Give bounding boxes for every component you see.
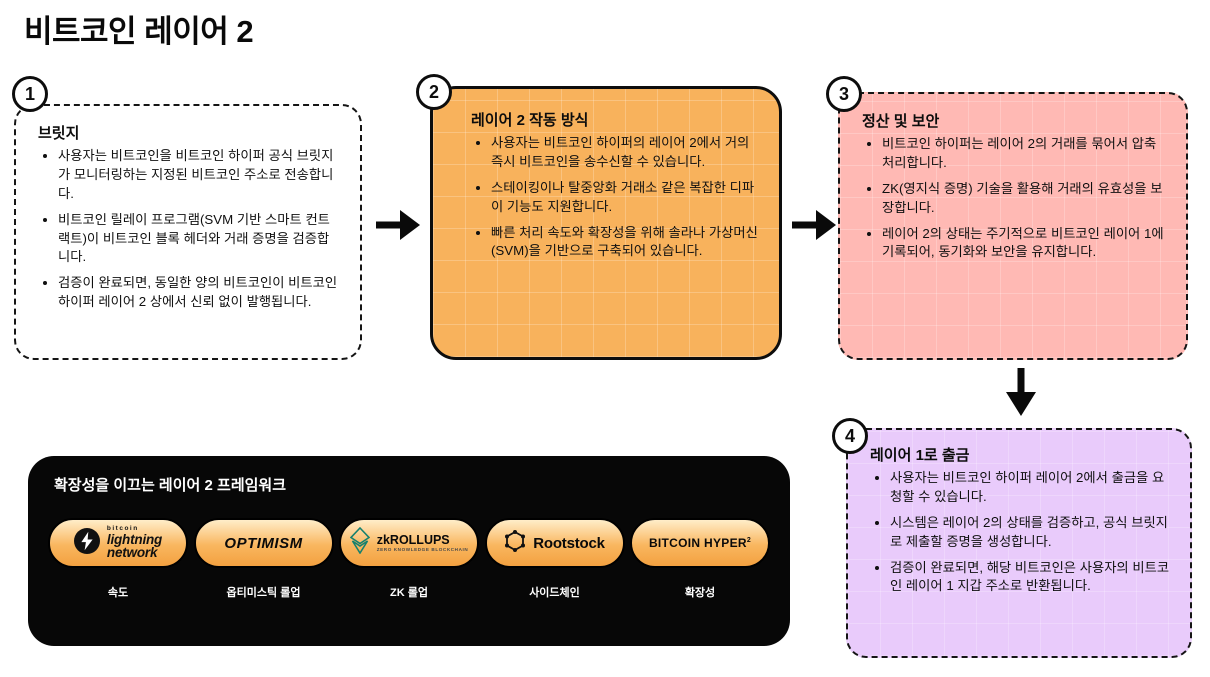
framework-zkrollups: zkROLLUPS ZERO KNOWLEDGE BLOCKCHAIN ZK 롤… (339, 518, 479, 600)
bullet: 사용자는 비트코인을 비트코인 하이퍼 공식 브릿지가 모니터링하는 지정된 비… (58, 147, 340, 204)
framework-label: 옵티미스틱 롤업 (226, 587, 301, 599)
framework-bitcoin-hyper: BITCOIN HYPER2 확장성 (630, 518, 770, 600)
step-3-title: 정산 및 보안 (862, 113, 940, 130)
bitcoin-hyper-sup: 2 (746, 537, 752, 544)
step-2-bullets: 사용자는 비트코인 하이퍼의 레이어 2에서 거의 즉시 비트코인을 송수신할 … (455, 134, 759, 261)
bullet: 검증이 완료되면, 동일한 양의 비트코인이 비트코인 하이퍼 레이어 2 상에… (58, 274, 340, 312)
framework-label: ZK 롤업 (390, 587, 428, 599)
step-1-title: 브릿지 (38, 125, 80, 142)
arrow-right-icon (790, 204, 838, 251)
framework-label: 사이드체인 (529, 587, 580, 599)
zkrollups-subtext: ZERO KNOWLEDGE BLOCKCHAIN (376, 547, 469, 553)
lightning-line2: network (106, 545, 158, 561)
zkrollups-brand: zkROLLUPS (376, 532, 450, 547)
bitcoin-hyper-pill: BITCOIN HYPER2 (630, 518, 770, 568)
bullet: 스테이킹이나 탈중앙화 거래소 같은 복잡한 디파이 기능도 지원합니다. (491, 179, 759, 217)
lightning-bitcoin-text: bitcoin (106, 525, 139, 533)
step-2-title: 레이어 2 작동 방식 (471, 112, 589, 129)
bullet: 검증이 완료되면, 해당 비트코인은 사용자의 비트코인 레이어 1 지갑 주소… (890, 559, 1170, 597)
step-1-badge: 1 (12, 76, 48, 112)
bitcoin-hyper-brand: BITCOIN HYPER (648, 536, 747, 550)
bitcoin-hyper-wordmark: BITCOIN HYPER2 (649, 536, 751, 550)
step-3-badge: 3 (826, 76, 862, 112)
zkrollups-wordmark: zkROLLUPS ZERO KNOWLEDGE BLOCKCHAIN (376, 532, 469, 553)
zkrollups-pill: zkROLLUPS ZERO KNOWLEDGE BLOCKCHAIN (339, 518, 479, 568)
frameworks-panel: 확장성을 이끄는 레이어 2 프레임워크 bitcoin lightning n… (28, 456, 790, 646)
optimism-pill: OPTIMISM (193, 518, 334, 568)
framework-rootstock: Rootstock 사이드체인 (484, 518, 625, 600)
rootstock-pill: Rootstock (484, 518, 625, 568)
optimism-wordmark: OPTIMISM (224, 534, 303, 552)
rootstock-icon (504, 529, 526, 557)
step-2-badge: 2 (416, 74, 452, 110)
bullet: 비트코인 하이퍼는 레이어 2의 거래를 묶어서 압축 처리합니다. (882, 135, 1166, 173)
bullet: ZK(영지식 증명) 기술을 활용해 거래의 유효성을 보장합니다. (882, 180, 1166, 218)
bullet: 레이어 2의 상태는 주기적으로 비트코인 레이어 1에 기록되어, 동기화와 … (882, 225, 1166, 263)
step-4-badge: 4 (832, 418, 868, 454)
step-1-bullets: 사용자는 비트코인을 비트코인 하이퍼 공식 브릿지가 모니터링하는 지정된 비… (38, 147, 340, 312)
framework-label: 속도 (107, 587, 129, 599)
lightning-network-pill: bitcoin lightning network (48, 518, 188, 568)
page-title: 비트코인 레이어 2 (24, 14, 254, 49)
step-2-box: 레이어 2 작동 방식 사용자는 비트코인 하이퍼의 레이어 2에서 거의 즉시… (430, 86, 782, 360)
lightning-bolt-icon (73, 527, 100, 559)
lightning-line1: lightning (106, 531, 163, 547)
framework-label: 확장성 (684, 587, 716, 599)
step-3-bullets: 비트코인 하이퍼는 레이어 2의 거래를 묶어서 압축 처리합니다. ZK(영지… (862, 135, 1166, 262)
framework-lightning-network: bitcoin lightning network 속도 (48, 518, 188, 600)
step-3-box: 정산 및 보안 비트코인 하이퍼는 레이어 2의 거래를 묶어서 압축 처리합니… (838, 92, 1188, 360)
step-1-box: 브릿지 사용자는 비트코인을 비트코인 하이퍼 공식 브릿지가 모니터링하는 지… (14, 104, 362, 360)
bullet: 비트코인 릴레이 프로그램(SVM 기반 스마트 컨트랙트)이 비트코인 블록 … (58, 211, 340, 268)
rootstock-wordmark: Rootstock (533, 534, 605, 552)
bullet: 사용자는 비트코인 하이퍼의 레이어 2에서 거의 즉시 비트코인을 송수신할 … (491, 134, 759, 172)
lightning-network-wordmark: bitcoin lightning network (107, 526, 162, 560)
bullet: 사용자는 비트코인 하이퍼 레이어 2에서 출금을 요청할 수 있습니다. (890, 469, 1170, 507)
step-4-bullets: 사용자는 비트코인 하이퍼 레이어 2에서 출금을 요청할 수 있습니다. 시스… (870, 469, 1170, 596)
frameworks-row: bitcoin lightning network 속도 OPTIMISM 옵티… (48, 518, 770, 600)
arrow-right-icon (374, 204, 422, 251)
zkrollups-diamond-icon (349, 526, 370, 559)
arrow-down-icon (1000, 366, 1042, 423)
framework-optimism: OPTIMISM 옵티미스틱 롤업 (193, 518, 334, 600)
frameworks-title: 확장성을 이끄는 레이어 2 프레임워크 (54, 477, 287, 494)
step-4-box: 레이어 1로 출금 사용자는 비트코인 하이퍼 레이어 2에서 출금을 요청할 … (846, 428, 1192, 658)
bullet: 시스템은 레이어 2의 상태를 검증하고, 공식 브릿지로 제출할 증명을 생성… (890, 514, 1170, 552)
bullet: 빠른 처리 속도와 확장성을 위해 솔라나 가상머신(SVM)을 기반으로 구축… (491, 224, 759, 262)
step-4-title: 레이어 1로 출금 (870, 447, 970, 464)
